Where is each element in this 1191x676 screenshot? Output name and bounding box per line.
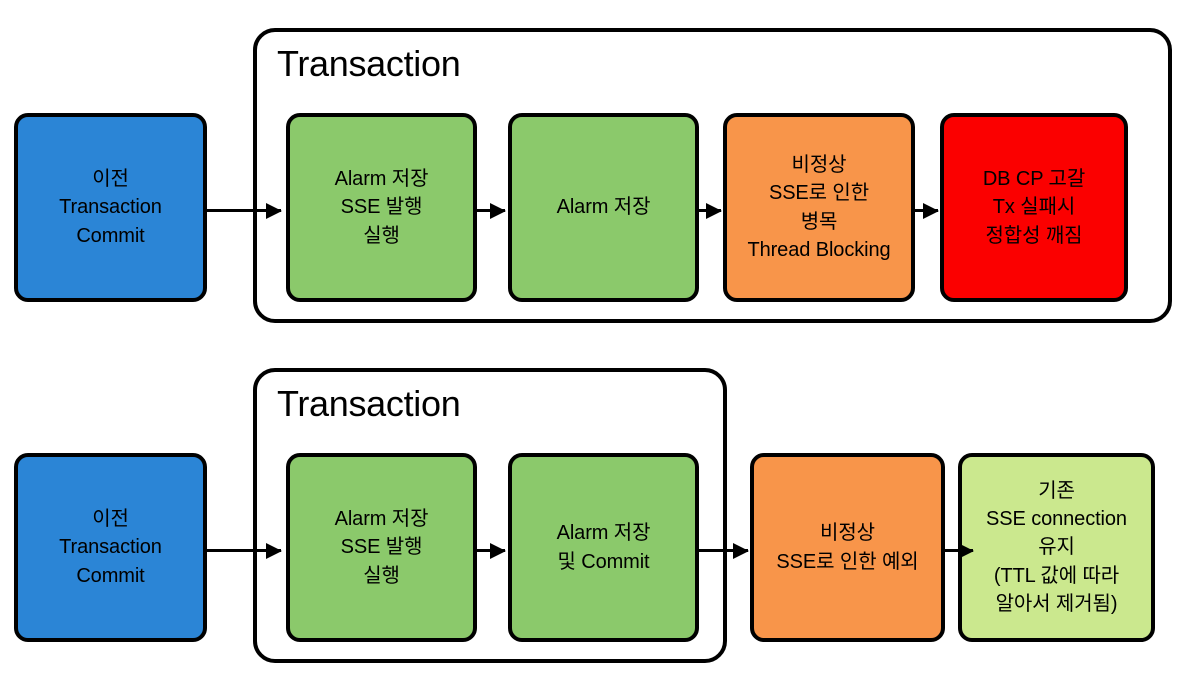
arrow-bottom-2 bbox=[477, 549, 505, 552]
node-prev-tx-commit-bottom: 이전 Transaction Commit bbox=[14, 453, 207, 642]
arrow-top-3 bbox=[699, 209, 721, 212]
node-existing-sse-connection-kept: 기존 SSE connection 유지 (TTL 값에 따라 알아서 제거됨) bbox=[958, 453, 1155, 642]
arrow-top-1 bbox=[207, 209, 281, 212]
node-abnormal-sse-bottleneck: 비정상 SSE로 인한 병목 Thread Blocking bbox=[723, 113, 915, 302]
node-alarm-save-sse-publish-bottom: Alarm 저장 SSE 발행 실행 bbox=[286, 453, 477, 642]
arrow-bottom-4 bbox=[945, 549, 973, 552]
node-db-cp-exhaustion: DB CP 고갈 Tx 실패시 정합성 깨짐 bbox=[940, 113, 1128, 302]
node-alarm-save-sse-publish-top: Alarm 저장 SSE 발행 실행 bbox=[286, 113, 477, 302]
transaction-group-bottom-title: Transaction bbox=[277, 383, 461, 424]
node-alarm-save-top: Alarm 저장 bbox=[508, 113, 699, 302]
arrow-top-2 bbox=[477, 209, 505, 212]
node-alarm-save-and-commit: Alarm 저장 및 Commit bbox=[508, 453, 699, 642]
node-abnormal-sse-exception: 비정상 SSE로 인한 예외 bbox=[750, 453, 945, 642]
arrow-bottom-3 bbox=[699, 549, 748, 552]
arrow-top-4 bbox=[915, 209, 938, 212]
arrow-bottom-1 bbox=[207, 549, 281, 552]
transaction-group-bottom bbox=[253, 368, 727, 663]
transaction-group-top-title: Transaction bbox=[277, 43, 461, 84]
transaction-group-top bbox=[253, 28, 1172, 323]
node-prev-tx-commit-top: 이전 Transaction Commit bbox=[14, 113, 207, 302]
